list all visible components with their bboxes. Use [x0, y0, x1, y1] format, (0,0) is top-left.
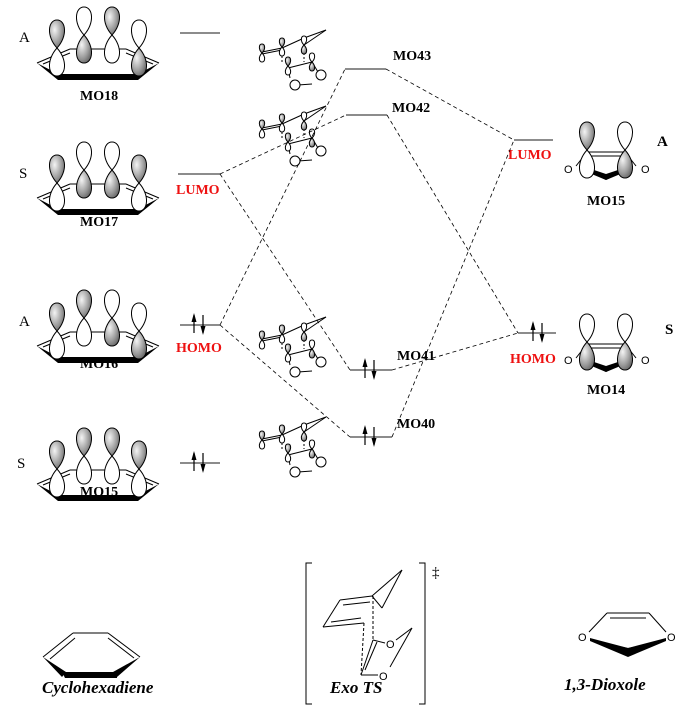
correlation-line	[385, 68, 515, 141]
correlation-line	[219, 68, 346, 326]
ts-level-mo40: MO40	[350, 417, 435, 448]
cyclohexadiene-name: Cyclohexadiene	[42, 678, 154, 697]
orbital-drawing-mo15	[575, 121, 637, 181]
electron-pair-icon	[190, 312, 207, 336]
symmetry-label: S	[665, 322, 673, 338]
left-orbital-mo15: S MO15	[17, 427, 220, 502]
dioxole-name: 1,3-Dioxole	[564, 675, 646, 694]
symmetry-label: A	[19, 314, 30, 330]
correlation-line	[391, 332, 519, 371]
exo-ts-structure: O O	[305, 562, 426, 705]
orbital-label: MO15	[80, 485, 118, 500]
orbital-label: MO41	[397, 349, 435, 364]
orbital-label: MO17	[80, 215, 118, 230]
dioxole-structure	[588, 612, 667, 657]
ts-level-mo41: MO41	[350, 349, 435, 381]
oxygen-atom: O	[564, 164, 573, 176]
frontier-label-lumo: LUMO	[176, 183, 220, 198]
frontier-label-homo: HOMO	[510, 352, 556, 367]
symmetry-label: A	[657, 134, 668, 150]
correlation-line	[391, 139, 515, 438]
cyclohexadiene-structure	[42, 632, 141, 678]
orbital-drawing-mo17	[36, 141, 160, 216]
orbital-drawing-mo16	[36, 289, 160, 364]
oxygen-atom: O	[578, 632, 587, 644]
right-orbital-mo15: LUMO O O A MO15	[508, 121, 668, 209]
ts-level-mo42: MO42	[346, 101, 430, 116]
orbital-label: MO14	[587, 383, 625, 398]
orbital-label: MO40	[397, 417, 435, 432]
correlation-line	[219, 114, 347, 175]
ts-orbital-drawing-40	[259, 417, 326, 477]
symmetry-label: A	[19, 30, 30, 46]
orbital-drawing-mo18	[36, 6, 160, 81]
symmetry-label: S	[17, 456, 25, 472]
svg-text:O: O	[386, 639, 395, 651]
oxygen-atom: O	[667, 632, 676, 644]
ts-orbital-drawing-42	[259, 106, 326, 166]
right-orbital-mo14: HOMO O O S MO14	[510, 313, 673, 398]
orbital-label: MO15	[587, 194, 625, 209]
ts-level-mo43: MO43	[345, 49, 431, 70]
orbital-label: MO43	[393, 49, 431, 64]
oxygen-atom: O	[564, 355, 573, 367]
frontier-label-homo: HOMO	[176, 341, 222, 356]
correlation-lines	[219, 68, 519, 438]
transition-state-symbol: ‡	[432, 565, 440, 581]
left-orbital-mo16: A MO16 HOMO	[19, 289, 222, 372]
electron-pair-icon	[529, 320, 546, 344]
oxygen-atom: O	[641, 164, 650, 176]
left-orbital-mo17: S MO17 LUMO	[19, 141, 220, 230]
frontier-label-lumo: LUMO	[508, 148, 552, 163]
electron-pair-icon	[361, 357, 378, 381]
correlation-line	[386, 114, 519, 334]
exo-ts-name: Exo TS	[329, 678, 382, 697]
ts-orbital-drawing-43	[259, 30, 326, 90]
orbital-label: MO16	[80, 357, 118, 372]
svg-text:O: O	[379, 671, 388, 683]
correlation-line	[219, 324, 351, 438]
symmetry-label: S	[19, 166, 27, 182]
orbital-drawing-mo14	[575, 313, 637, 373]
orbital-label: MO42	[392, 101, 430, 116]
electron-pair-icon	[190, 450, 207, 474]
left-orbital-mo18: A MO18	[19, 6, 220, 104]
orbital-label: MO18	[80, 89, 118, 104]
oxygen-atom: O	[641, 355, 650, 367]
electron-pair-icon	[361, 424, 378, 448]
